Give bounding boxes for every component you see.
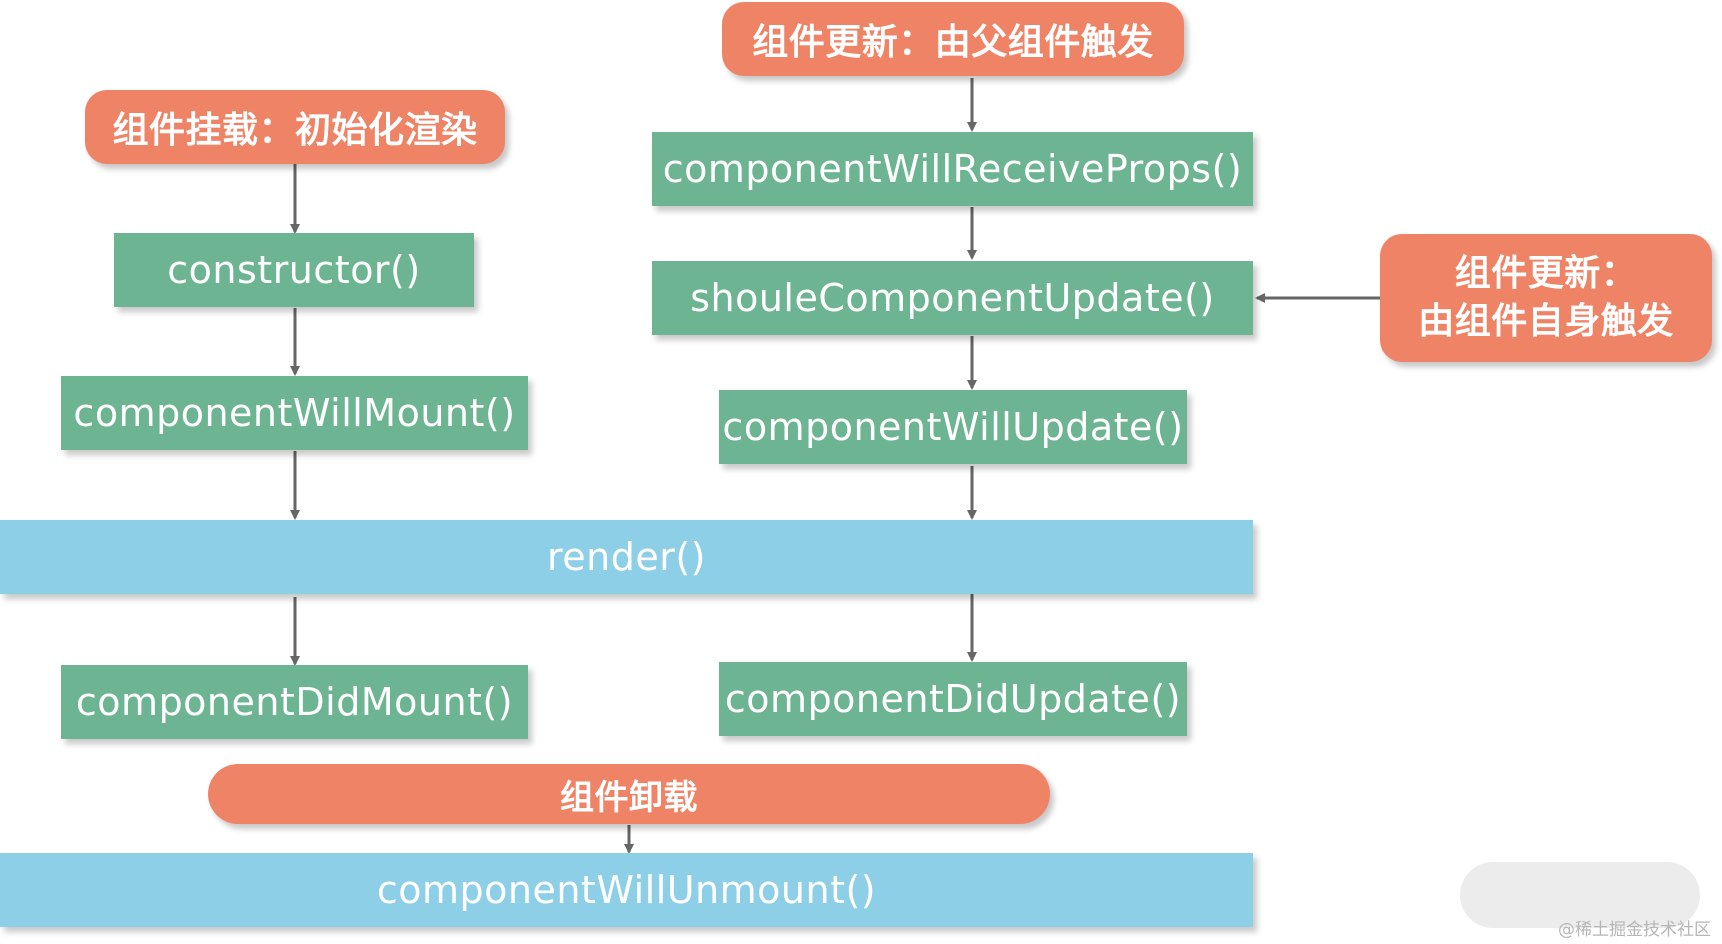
update-parent-header-label: 组件更新：由父组件触发: [752, 22, 1154, 63]
update-self-header-line1: 组件更新：: [1454, 253, 1638, 294]
render-label: render(): [546, 535, 707, 579]
component-will-unmount-label: componentWillUnmount(): [376, 868, 877, 912]
component-did-mount-label: componentDidMount(): [75, 680, 514, 724]
component-did-update-label: componentDidUpdate(): [724, 677, 1182, 721]
mount-header-label: 组件挂载：初始化渲染: [112, 110, 478, 151]
watermark-bubble: [1460, 862, 1700, 928]
unmount-header: 组件卸载: [208, 764, 1050, 824]
component-will-update-node: componentWillUpdate(): [719, 390, 1187, 464]
mount-header: 组件挂载：初始化渲染: [85, 90, 505, 164]
component-will-receive-props-label: componentWillReceiveProps(): [662, 147, 1243, 191]
update-self-header-line2: 由组件自身触发: [1418, 301, 1674, 342]
should-component-update-node: shouleComponentUpdate(): [652, 261, 1253, 335]
component-will-receive-props-node: componentWillReceiveProps(): [652, 132, 1253, 206]
component-will-unmount-bar: componentWillUnmount(): [0, 853, 1253, 927]
component-will-mount-node: componentWillMount(): [61, 376, 528, 450]
component-did-update-node: componentDidUpdate(): [719, 662, 1187, 736]
render-bar: render(): [0, 520, 1253, 594]
constructor-label: constructor(): [167, 248, 421, 292]
unmount-header-label: 组件卸载: [560, 777, 698, 818]
watermark-text: @稀土掘金技术社区: [1558, 920, 1711, 940]
update-self-header: 组件更新： 由组件自身触发: [1380, 234, 1712, 362]
component-will-update-label: componentWillUpdate(): [722, 405, 1184, 449]
update-parent-header: 组件更新：由父组件触发: [722, 2, 1184, 76]
component-will-mount-label: componentWillMount(): [73, 391, 516, 435]
constructor-node: constructor(): [114, 233, 474, 307]
component-did-mount-node: componentDidMount(): [61, 665, 528, 739]
should-component-update-label: shouleComponentUpdate(): [690, 276, 1215, 320]
